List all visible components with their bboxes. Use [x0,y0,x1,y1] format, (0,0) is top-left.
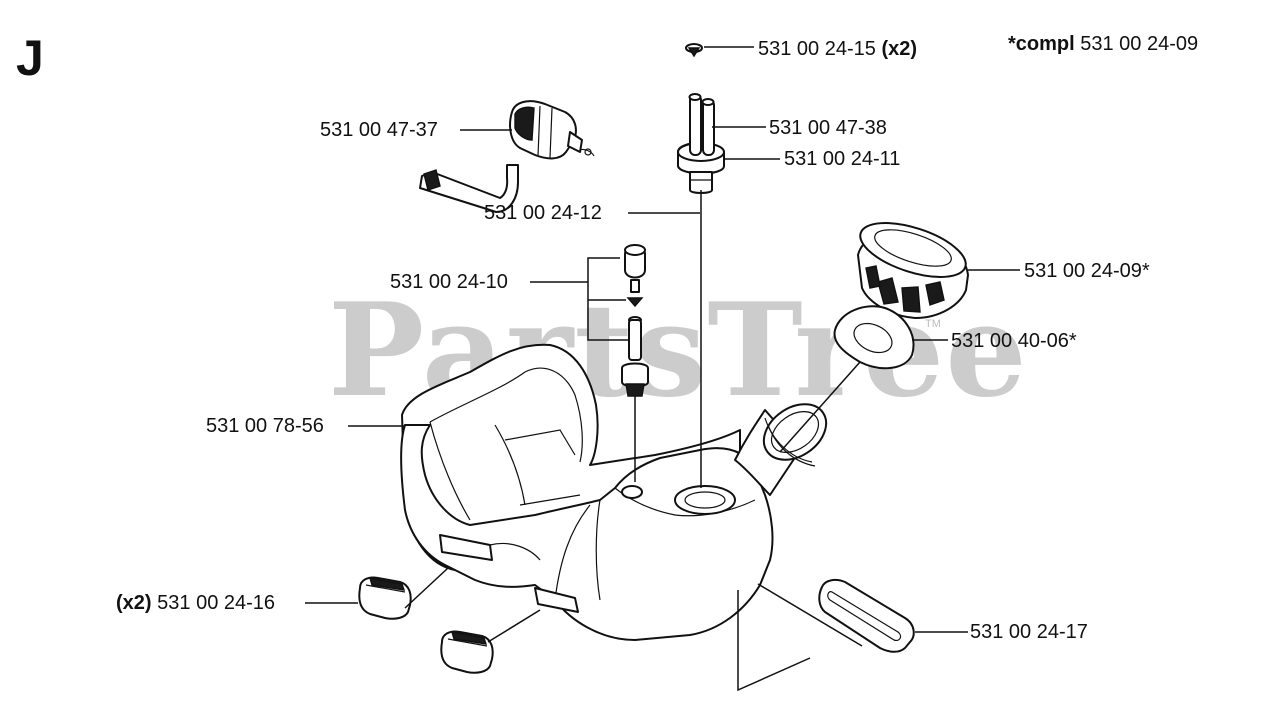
part-label-531-00-24-10[interactable]: 531 00 24-10 [390,271,508,293]
part-number: 531 00 78-56 [206,415,324,437]
rubber-foot-drawing [358,576,494,674]
cap-gasket-drawing [833,305,915,370]
part-label-531-00-40-06[interactable]: 531 00 40-06* [951,330,1077,352]
part-label-531-00-47-37[interactable]: 531 00 47-37 [320,119,438,141]
part-label-531-00-24-16[interactable]: (x2) 531 00 24-16 [116,592,275,614]
complete-assembly-note: *compl 531 00 24-09 [1008,33,1198,55]
compl-number: 531 00 24-09 [1080,33,1199,55]
part-number: 531 00 24-11 [784,148,901,170]
part-number: 531 00 47-37 [320,119,438,141]
leader-lines [305,46,1020,692]
part-number: 531 00 40-06* [951,330,1077,352]
part-number: 531 00 24-16 [157,592,276,614]
part-label-531-00-24-17[interactable]: 531 00 24-17 [970,621,1088,643]
part-label-531-00-24-09[interactable]: 531 00 24-09* [1024,260,1150,282]
tank-valve-drawing [621,244,649,397]
compl-prefix: *compl [1008,33,1075,55]
fuel-tank-drawing [400,343,828,641]
part-quantity: (x2) [116,592,152,614]
part-label-531-00-24-11[interactable]: 531 00 24-11 [784,148,900,170]
part-label-531-00-24-15[interactable]: 531 00 24-15 (x2) [758,38,917,60]
fuel-filter-drawing [509,100,595,160]
part-number: 531 00 47-38 [769,117,887,139]
part-label-531-00-78-56[interactable]: 531 00 78-56 [206,415,324,437]
fuel-hose-drawing [419,164,519,213]
part-number: 531 00 24-15 [758,38,876,60]
filler-cap-drawing [857,222,969,319]
tank-bracket-drawing [818,578,915,653]
washer-drawing [685,43,703,58]
vent-tube-drawing [688,93,715,156]
part-number: 531 00 24-17 [970,621,1088,643]
part-label-531-00-47-38[interactable]: 531 00 47-38 [769,117,887,139]
part-label-531-00-24-12[interactable]: 531 00 24-12 [484,202,602,224]
part-number: 531 00 24-10 [390,271,508,293]
section-letter: J [16,30,44,86]
part-number: 531 00 24-12 [484,202,602,224]
part-quantity: (x2) [881,38,918,60]
part-number: 531 00 24-09* [1024,260,1150,282]
watermark-trademark: TM [925,318,941,330]
